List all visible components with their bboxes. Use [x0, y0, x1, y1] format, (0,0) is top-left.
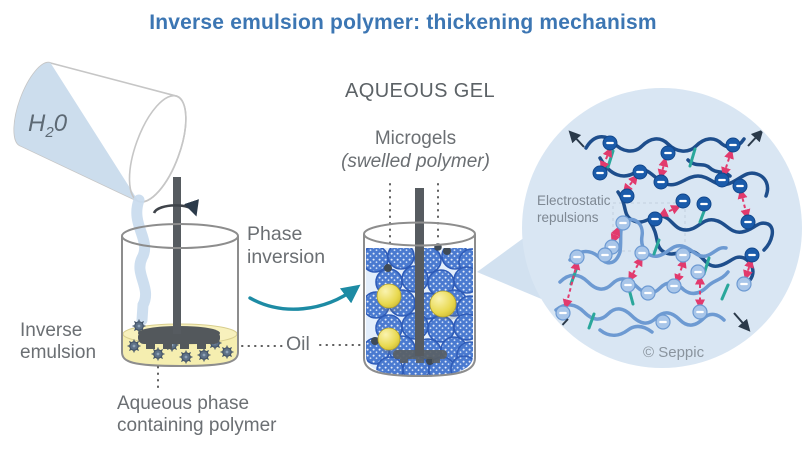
oil-droplets — [376, 283, 458, 354]
water-stream — [131, 194, 152, 326]
aqueous-phase-label: Aqueous phase containing polymer — [117, 393, 277, 437]
copyright-label: © Seppic — [643, 344, 705, 361]
swelled-polymer-label: (swelled polymer) — [341, 151, 490, 172]
middle-beaker — [363, 188, 476, 378]
h2o-subscript: 2 — [45, 124, 54, 141]
surfactant-dots — [371, 248, 451, 365]
h2o-tail: 0 — [53, 110, 68, 137]
h2o-base: H — [28, 110, 46, 137]
electrostatic-repulsions-label: Electrostatic repulsions — [537, 193, 611, 225]
oil-label: Oil — [286, 333, 310, 355]
left-beaker — [121, 177, 239, 368]
inverse-emulsion-label: Inverse emulsion — [20, 320, 97, 364]
aqueous-gel-heading: AQUEOUS GEL — [345, 80, 495, 102]
rotation-arrow-icon — [152, 199, 199, 217]
phase-inversion-arrow-icon — [248, 284, 361, 311]
water-fill — [14, 62, 139, 202]
stirrer-rod-middle — [415, 188, 424, 356]
microgels-label: Microgels — [374, 128, 457, 149]
page-title: Inverse emulsion polymer: thickening mec… — [149, 11, 657, 34]
repulsion-arrows — [562, 146, 754, 310]
detail-circle — [522, 88, 802, 368]
phase-inversion-label: Phase inversion — [247, 223, 326, 268]
h2o-label: H20 — [28, 110, 67, 142]
stirrer-left — [138, 177, 220, 349]
